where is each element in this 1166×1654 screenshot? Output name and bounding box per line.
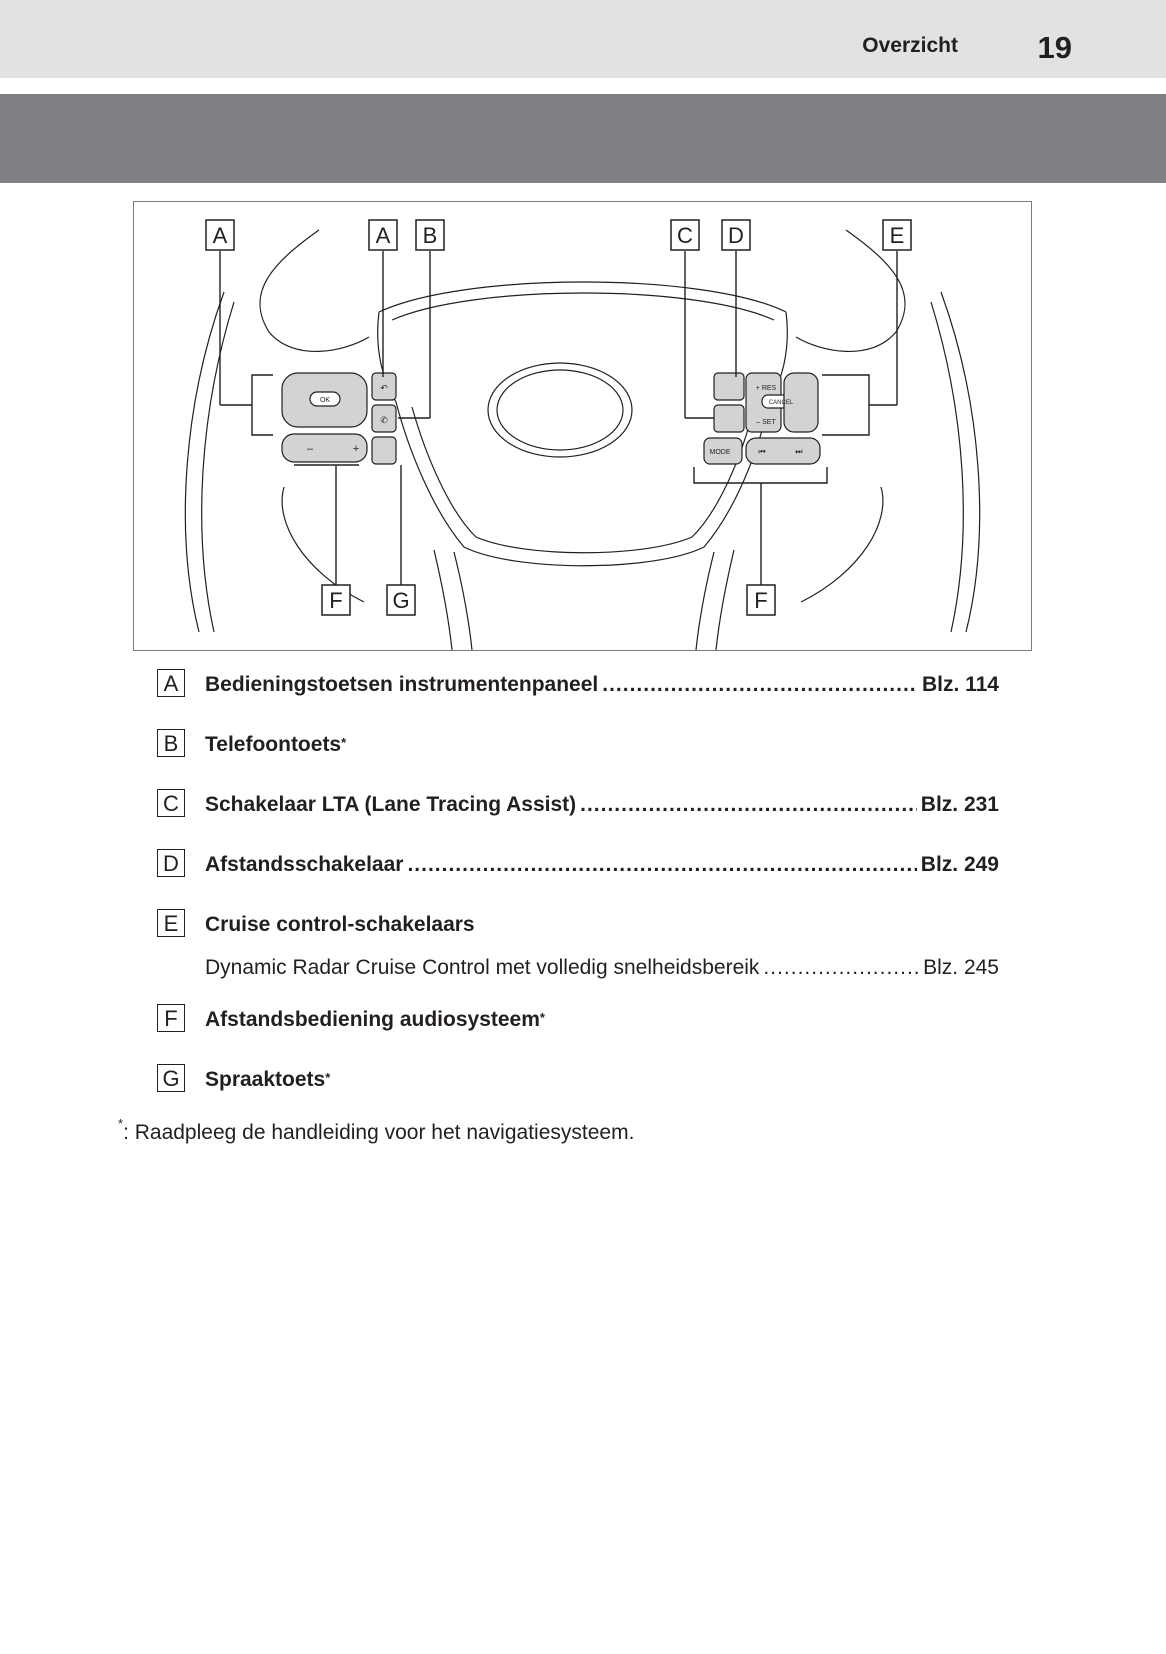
callout-a-right: A <box>376 223 391 248</box>
legend-text: Bedieningstoetsen instrumentenpaneel <box>205 673 599 696</box>
ok-button-label: OK <box>320 397 330 404</box>
legend-list: A Bedieningstoetsen instrumentenpaneel B… <box>157 669 999 1124</box>
footnote: *: Raadpleeg de handleiding voor het nav… <box>118 1116 635 1145</box>
legend-letter: F <box>157 1004 185 1032</box>
section-title: Overzicht <box>862 34 958 57</box>
legend-item-f: F Afstandsbediening audiosysteem* <box>157 1004 999 1064</box>
vol-plus-label: + <box>353 443 359 455</box>
callout-c: C <box>677 223 693 248</box>
legend-text: Spraaktoets <box>205 1068 326 1091</box>
vol-minus-label: – <box>307 443 314 455</box>
legend-page-ref: Blz. 245 <box>923 956 999 979</box>
legend-letter: B <box>157 729 185 757</box>
footnote-mark: * <box>341 735 347 750</box>
legend-text: Schakelaar LTA (Lane Tracing Assist) <box>205 793 577 816</box>
callout-f-left: F <box>329 588 342 613</box>
legend-page-ref: Blz. 114 <box>921 673 999 696</box>
legend-text: Cruise control-schakelaars <box>205 913 475 936</box>
legend-item-b: B Telefoontoets* <box>157 729 999 789</box>
callout-a-left: A <box>213 223 228 248</box>
legend-item-c: C Schakelaar LTA (Lane Tracing Assist) B… <box>157 789 999 849</box>
legend-letter: E <box>157 909 185 937</box>
legend-text: Afstandsbediening audiosysteem <box>205 1008 540 1031</box>
callout-g: G <box>392 588 409 613</box>
header-band <box>0 94 1166 183</box>
callout-f-right: F <box>754 588 767 613</box>
legend-subtext: Dynamic Radar Cruise Control met volledi… <box>205 956 760 979</box>
cancel-button-label: CANCEL <box>769 400 794 406</box>
legend-letter: A <box>157 669 185 697</box>
page-header: Overzicht 19 <box>0 0 1166 78</box>
footnote-mark: * <box>325 1070 331 1085</box>
svg-text:✆: ✆ <box>380 415 388 425</box>
legend-letter: C <box>157 789 185 817</box>
page-number: 19 <box>1037 30 1072 65</box>
steering-wheel-illustration: OK + RES – SET CANCEL MODE – + ⏮ ⏭ ↶ ✆ <box>184 229 981 650</box>
callout-labels: A A B C D E F G F <box>205 219 912 616</box>
legend-item-e: E Cruise control-schakelaars <box>157 909 999 956</box>
svg-text:⏮: ⏮ <box>758 447 765 456</box>
callout-b: B <box>423 223 438 248</box>
callout-d: D <box>728 223 744 248</box>
legend-item-a: A Bedieningstoetsen instrumentenpaneel B… <box>157 669 999 729</box>
legend-letter: D <box>157 849 185 877</box>
legend-text: Telefoontoets <box>205 733 342 756</box>
svg-text:↶: ↶ <box>380 383 388 393</box>
steering-wheel-figure: OK + RES – SET CANCEL MODE – + ⏮ ⏭ ↶ ✆ <box>133 201 1032 651</box>
legend-subitem-e: Dynamic Radar Cruise Control met volledi… <box>205 956 999 1004</box>
footnote-asterisk: * <box>118 1116 124 1131</box>
set-button-label: – SET <box>756 419 776 426</box>
footnote-mark: * <box>539 1010 545 1025</box>
mode-button-label: MODE <box>710 449 731 456</box>
legend-page-ref: Blz. 249 <box>920 853 999 876</box>
footnote-text: : Raadpleeg de handleiding voor het navi… <box>123 1121 635 1144</box>
svg-text:⏭: ⏭ <box>795 447 802 456</box>
res-button-label: + RES <box>756 385 777 392</box>
legend-item-g: G Spraaktoets* <box>157 1064 999 1124</box>
legend-page-ref: Blz. 231 <box>920 793 999 816</box>
legend-text: Afstandsschakelaar <box>205 853 404 876</box>
callout-e: E <box>890 223 905 248</box>
legend-letter: G <box>157 1064 185 1092</box>
legend-item-d: D Afstandsschakelaar Blz. 249 <box>157 849 999 909</box>
